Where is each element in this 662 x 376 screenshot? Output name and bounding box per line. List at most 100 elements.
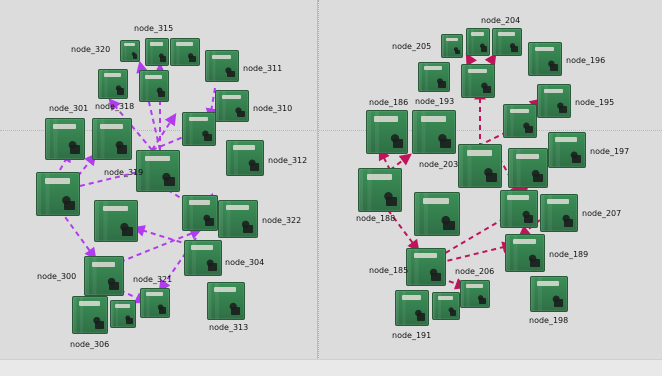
edge-left-14	[132, 225, 191, 246]
node-label: node_206	[455, 267, 495, 276]
node-label: node_322	[262, 216, 302, 225]
node-label: node_195	[575, 98, 615, 107]
node-board	[226, 140, 264, 176]
edge-left-11	[59, 209, 97, 260]
node-193-2[interactable]	[461, 64, 495, 98]
node-204-2[interactable]	[492, 28, 522, 56]
node-board	[92, 118, 132, 160]
node-195[interactable]	[537, 84, 571, 118]
node-label: node_197	[590, 147, 630, 156]
node-board	[120, 40, 140, 62]
node-board	[466, 28, 490, 56]
node-board	[503, 104, 537, 138]
node-304[interactable]	[184, 240, 222, 276]
node-207-2[interactable]	[500, 190, 538, 228]
node-board	[218, 200, 258, 238]
node-label: node_306	[70, 340, 110, 349]
node-207[interactable]	[540, 194, 578, 232]
edge-right-13	[431, 274, 468, 290]
node-301[interactable]	[45, 118, 85, 160]
node-label: node_318	[95, 102, 135, 111]
node-board	[110, 300, 136, 328]
node-board	[432, 292, 460, 320]
node-306[interactable]	[72, 296, 108, 334]
node-301-2[interactable]	[92, 118, 132, 160]
node-313[interactable]	[207, 282, 245, 320]
node-197[interactable]	[548, 132, 586, 168]
node-188[interactable]	[358, 168, 402, 212]
node-188-2[interactable]	[414, 192, 460, 236]
node-318[interactable]	[98, 69, 128, 99]
node-board	[505, 234, 545, 272]
edge-left-1	[108, 98, 153, 151]
node-board	[182, 195, 218, 231]
node-203-2[interactable]	[503, 104, 537, 138]
node-321[interactable]	[140, 288, 170, 318]
node-board	[145, 38, 169, 66]
node-193[interactable]	[418, 62, 450, 92]
node-label: node_185	[369, 266, 409, 275]
node-label: node_198	[529, 316, 569, 325]
edge-left-2	[151, 112, 177, 151]
node-board	[406, 248, 446, 286]
node-board	[412, 110, 456, 154]
node-206[interactable]	[460, 280, 490, 308]
node-315-2[interactable]	[170, 38, 200, 66]
node-306-2[interactable]	[110, 300, 136, 328]
node-203-3[interactable]	[508, 148, 548, 188]
node-board	[441, 34, 463, 58]
node-board	[36, 172, 80, 216]
node-board	[414, 192, 460, 236]
node-left-303[interactable]	[36, 172, 80, 216]
edge-right-7	[389, 153, 412, 171]
node-319[interactable]	[136, 150, 180, 192]
node-label: node_301	[49, 104, 89, 113]
node-board	[528, 42, 562, 76]
node-315[interactable]	[145, 38, 169, 66]
node-label: node_321	[133, 275, 173, 284]
node-label: node_189	[549, 250, 589, 259]
node-label: node_304	[225, 258, 265, 267]
node-left-305[interactable]	[94, 200, 138, 242]
node-board	[136, 150, 180, 192]
node-310[interactable]	[215, 90, 249, 122]
node-board	[358, 168, 402, 212]
node-312[interactable]	[226, 140, 264, 176]
node-board	[170, 38, 200, 66]
node-board	[395, 290, 429, 326]
node-board	[72, 296, 108, 334]
node-318-2[interactable]	[139, 70, 169, 102]
node-319-2[interactable]	[182, 112, 216, 146]
node-label: node_312	[268, 156, 308, 165]
node-label: node_300	[37, 272, 77, 281]
node-322-2[interactable]	[182, 195, 218, 231]
node-label: node_188	[356, 214, 396, 223]
node-300[interactable]	[84, 256, 124, 296]
node-board	[45, 118, 85, 160]
node-label: node_203	[419, 160, 459, 169]
node-204[interactable]	[466, 28, 490, 56]
node-board	[537, 84, 571, 118]
node-label: node_207	[582, 209, 622, 218]
node-186-2[interactable]	[412, 110, 456, 154]
edge-left-5	[59, 149, 72, 171]
node-board	[84, 256, 124, 296]
node-board	[366, 110, 408, 154]
node-board	[215, 90, 249, 122]
node-189[interactable]	[505, 234, 545, 272]
node-311[interactable]	[205, 50, 239, 82]
node-198[interactable]	[530, 276, 568, 312]
node-label: node_204	[481, 16, 521, 25]
node-186[interactable]	[366, 110, 408, 154]
node-320[interactable]	[120, 40, 140, 62]
node-196[interactable]	[528, 42, 562, 76]
bottom-strip	[0, 359, 662, 376]
node-191-2[interactable]	[432, 292, 460, 320]
node-label: node_320	[71, 45, 111, 54]
node-191[interactable]	[395, 290, 429, 326]
node-205[interactable]	[441, 34, 463, 58]
node-185[interactable]	[406, 248, 446, 286]
node-203[interactable]	[458, 144, 502, 188]
node-322[interactable]	[218, 200, 258, 238]
